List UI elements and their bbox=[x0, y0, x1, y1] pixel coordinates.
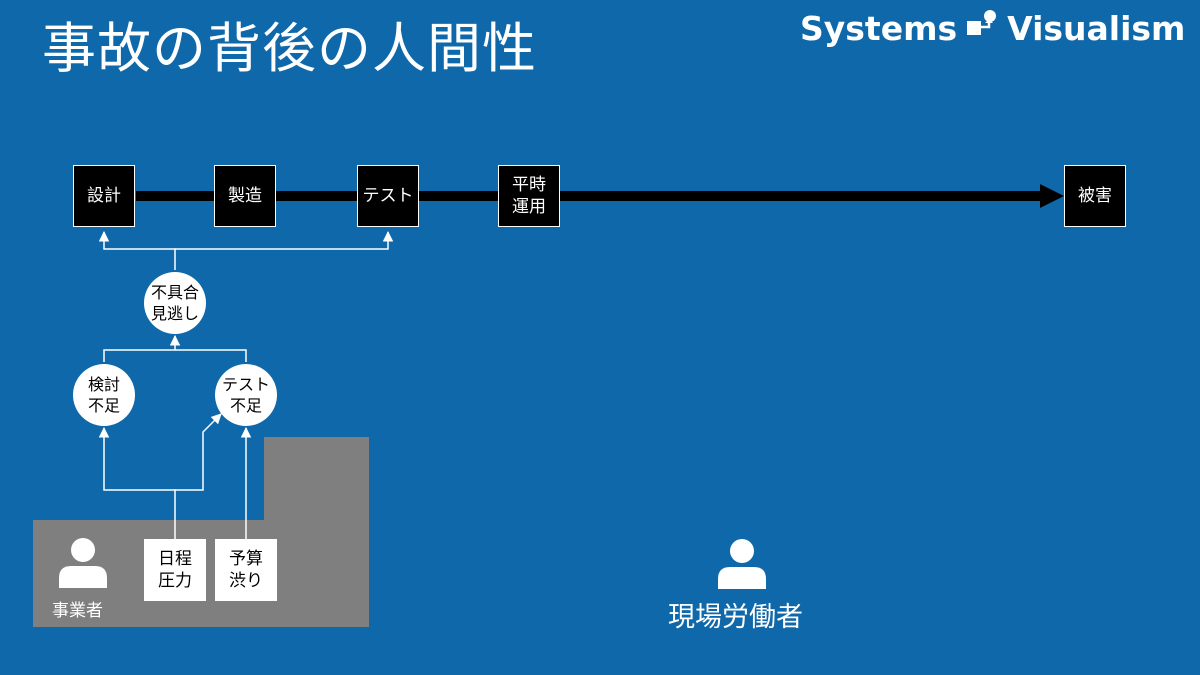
operator-panel bbox=[33, 437, 369, 627]
operator-label: 事業者 bbox=[52, 601, 103, 621]
worker-person-icon bbox=[718, 539, 766, 589]
step-normal-operation: 平時 運用 bbox=[498, 165, 560, 227]
timeline-arrowhead bbox=[1040, 184, 1064, 208]
node-budget-cut: 予算 渋り bbox=[215, 539, 277, 601]
step-design: 設計 bbox=[73, 165, 135, 227]
node-insufficient-test: テスト 不足 bbox=[215, 364, 277, 426]
node-insufficient-review: 検討 不足 bbox=[73, 364, 135, 426]
node-schedule-pressure: 日程 圧力 bbox=[144, 539, 206, 601]
worker-label: 現場労働者 bbox=[668, 602, 803, 633]
systems-visualism-logo-icon bbox=[965, 7, 999, 49]
page-title: 事故の背後の人間性 bbox=[42, 17, 537, 80]
operator-person-icon bbox=[59, 538, 107, 588]
step-manufacturing: 製造 bbox=[214, 165, 276, 227]
step-test: テスト bbox=[357, 165, 419, 227]
node-defect-oversight: 不具合 見逃し bbox=[144, 272, 206, 334]
brand-logo: Systems Visualism bbox=[800, 8, 1185, 48]
brand-text-visualism: Visualism bbox=[1007, 8, 1186, 48]
step-damage: 被害 bbox=[1064, 165, 1126, 227]
brand-text-systems: Systems bbox=[800, 8, 958, 48]
